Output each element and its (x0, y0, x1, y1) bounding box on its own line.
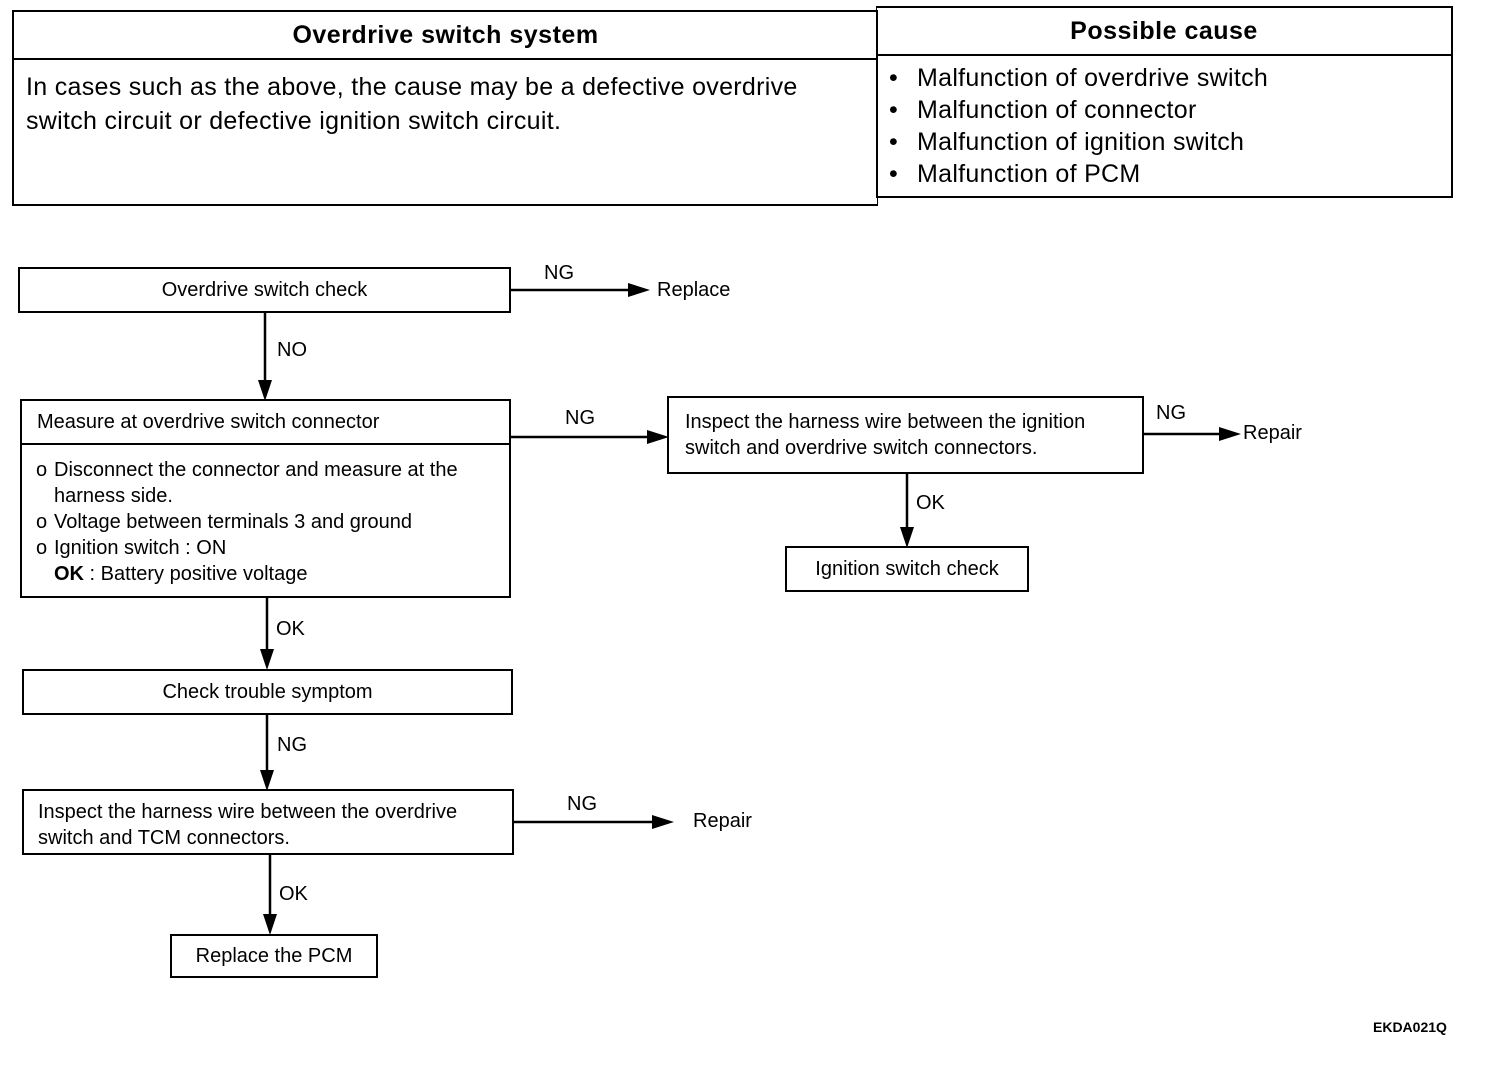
label-ng: NG (567, 793, 597, 815)
measure-bullet: o (36, 537, 48, 559)
measure-ok-text: : Battery positive voltage (84, 563, 308, 585)
inspect-tcm-line-2: switch and TCM connectors. (38, 827, 290, 849)
measure-line-2: harness side. (54, 485, 173, 507)
measure-line-1: Disconnect the connector and measure at … (54, 459, 458, 481)
label-ng: NG (544, 262, 574, 284)
box-replace-pcm: Replace the PCM (170, 934, 378, 978)
label-ng: NG (277, 734, 307, 756)
table-header-system: Overdrive switch system (14, 12, 877, 60)
table-header-cause: Possible cause (877, 8, 1451, 56)
measure-bullet: o (36, 459, 48, 481)
label-ng: NG (1156, 402, 1186, 424)
measure-line-4: Ignition switch : ON (54, 537, 227, 559)
cause-item: Malfunction of PCM (889, 158, 1451, 190)
label-ok: OK (916, 492, 945, 514)
label-no: NO (277, 339, 307, 361)
label-ok: OK (279, 883, 308, 905)
table-description: In cases such as the above, the cause ma… (14, 60, 877, 148)
table-system-column: Overdrive switch system In cases such as… (12, 10, 878, 206)
description-line-2: switch circuit or defective ignition swi… (26, 107, 562, 135)
measure-ok-label: OK (54, 563, 84, 585)
inspect-ign-line-2: switch and overdrive switch connectors. (685, 437, 1038, 459)
measure-line-3: Voltage between terminals 3 and ground (54, 511, 413, 533)
box-ignition-switch-check: Ignition switch check (785, 546, 1029, 592)
measure-bullet: o (36, 511, 48, 533)
label-ok: OK (276, 618, 305, 640)
description-line-1: In cases such as the above, the cause ma… (26, 73, 798, 101)
cause-item: Malfunction of ignition switch (889, 126, 1451, 158)
cause-item: Malfunction of overdrive switch (889, 62, 1451, 94)
measure-details: o Disconnect the connector and measure at… (22, 445, 509, 587)
inspect-ign-line-1: Inspect the harness wire between the ign… (685, 411, 1086, 433)
box-overdrive-switch-check: Overdrive switch check (18, 267, 511, 313)
inspect-tcm-line-1: Inspect the harness wire between the ove… (38, 801, 458, 823)
label-replace: Replace (657, 279, 731, 301)
label-ng: NG (565, 407, 595, 429)
label-repair: Repair (1243, 422, 1302, 444)
box-check-trouble-symptom: Check trouble symptom (22, 669, 513, 715)
figure-code: EKDA021Q (1373, 1019, 1447, 1035)
cause-list: Malfunction of overdrive switch Malfunct… (877, 56, 1451, 190)
label-repair: Repair (693, 810, 752, 832)
measure-title: Measure at overdrive switch connector (22, 401, 509, 445)
box-inspect-harness-ignition: Inspect the harness wire between the ign… (667, 396, 1144, 474)
table-cause-column: Possible cause Malfunction of overdrive … (876, 6, 1453, 198)
cause-item: Malfunction of connector (889, 94, 1451, 126)
box-inspect-harness-tcm: Inspect the harness wire between the ove… (22, 789, 514, 855)
